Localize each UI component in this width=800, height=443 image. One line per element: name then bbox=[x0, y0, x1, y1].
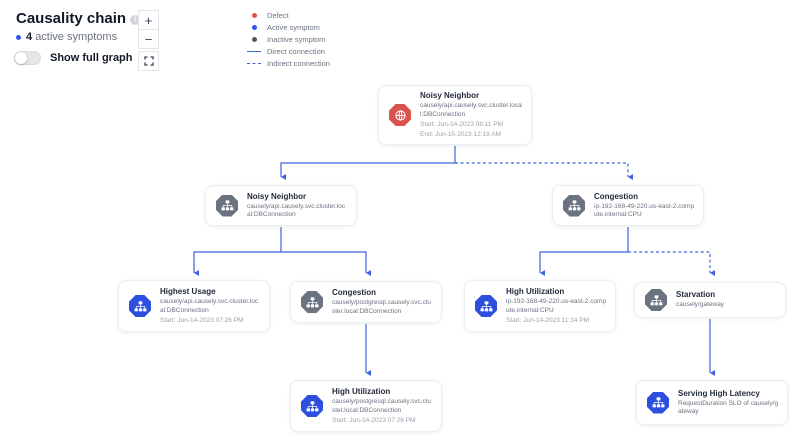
active-symptom-sitemap-icon bbox=[129, 295, 151, 317]
node-start-time: Start: Jun-14-2023 08:11 PM bbox=[420, 121, 503, 128]
node-starvation[interactable]: Starvation causely/gateway bbox=[634, 282, 786, 318]
inactive-symptom-sitemap-icon bbox=[645, 289, 667, 311]
node-entity: causely/postgresql.causely.svc.cluster.l… bbox=[332, 398, 431, 414]
node-congestion-postgresql[interactable]: Congestion causely/postgresql.causely.sv… bbox=[290, 281, 442, 323]
inactive-symptom-sitemap-icon bbox=[563, 194, 585, 217]
active-symptom-sitemap-icon bbox=[301, 395, 323, 417]
node-entity: RequestDuration SLO of causely/gateway bbox=[678, 399, 779, 416]
node-end-time: End: Jun-15-2023 12:19 AM bbox=[420, 131, 501, 138]
info-icon[interactable]: i bbox=[130, 15, 141, 25]
active-symptom-dot-icon bbox=[251, 25, 257, 30]
edge-direct bbox=[193, 251, 281, 276]
node-title: High Utilization bbox=[506, 287, 565, 296]
node-entity: causely/api.causely.svc.cluster.local:DB… bbox=[247, 202, 346, 219]
node-title: Congestion bbox=[594, 191, 638, 201]
node-entity: ip-192-168-49-220.us-east-2.compute.inte… bbox=[506, 298, 607, 314]
fit-view-button[interactable] bbox=[138, 51, 159, 71]
node-high-utilization-postgresql[interactable]: High Utilization causely/postgresql.caus… bbox=[290, 380, 442, 432]
node-congestion-host[interactable]: Congestion ip-192-168-49-220.us-east-2.c… bbox=[552, 185, 704, 226]
active-symptoms-summary: 4 active symptoms bbox=[16, 31, 117, 43]
edge-direct bbox=[539, 251, 628, 276]
node-highest-usage[interactable]: Highest Usage causely/api.causely.svc.cl… bbox=[118, 280, 270, 332]
node-title: Serving High Latency bbox=[678, 388, 760, 398]
legend-label: Indirect connection bbox=[267, 59, 330, 68]
node-entity: causely/api.causely.svc.cluster.local:DB… bbox=[160, 298, 259, 314]
node-start-time: Start: Jun-14-2023 07:26 PM bbox=[160, 317, 244, 324]
toggle-knob bbox=[15, 52, 27, 64]
active-symptom-sitemap-icon bbox=[647, 391, 669, 414]
node-title: Noisy Neighbor bbox=[420, 91, 480, 100]
active-symptom-sitemap-icon bbox=[475, 295, 497, 317]
dashed-line-icon bbox=[247, 63, 261, 64]
node-title: Noisy Neighbor bbox=[247, 191, 307, 201]
legend-item-inactive-symptom: Inactive symptom bbox=[247, 34, 330, 45]
edge-indirect bbox=[455, 162, 633, 180]
active-symptoms-label: active symptoms bbox=[35, 31, 118, 43]
edge-direct bbox=[280, 146, 456, 180]
zoom-out-button[interactable]: − bbox=[138, 29, 159, 49]
legend-label: Defect bbox=[267, 11, 289, 20]
inactive-symptom-dot-icon bbox=[251, 37, 257, 42]
active-symptoms-text: 4 active symptoms bbox=[26, 31, 117, 43]
node-title: High Utilization bbox=[332, 387, 391, 396]
node-title: Congestion bbox=[332, 288, 376, 297]
edge-direct bbox=[281, 251, 371, 276]
inactive-symptom-sitemap-icon bbox=[216, 194, 238, 217]
show-full-graph-row: Show full graph bbox=[14, 51, 133, 65]
node-serving-high-latency[interactable]: Serving High Latency RequestDuration SLO… bbox=[636, 380, 788, 425]
defect-icon bbox=[389, 104, 411, 126]
node-entity: causely/postgresql.causely.svc.cluster.l… bbox=[332, 299, 431, 315]
zoom-in-button[interactable]: + bbox=[138, 10, 159, 30]
legend-item-direct-connection: Direct connection bbox=[247, 46, 330, 57]
node-start-time: Start: Jun-14-2023 11:14 PM bbox=[506, 317, 589, 324]
solid-line-icon bbox=[247, 51, 261, 52]
legend-item-active-symptom: Active symptom bbox=[247, 22, 330, 33]
legend-item-indirect-connection: Indirect connection bbox=[247, 58, 330, 69]
node-high-utilization-host[interactable]: High Utilization ip-192-168-49-220.us-ea… bbox=[464, 280, 616, 332]
inactive-symptom-sitemap-icon bbox=[301, 291, 323, 313]
node-start-time: Start: Jun-14-2023 07:26 PM bbox=[332, 417, 416, 424]
page-title-text: Causality chain bbox=[16, 10, 127, 27]
legend-label: Inactive symptom bbox=[267, 35, 326, 44]
legend-label: Direct connection bbox=[267, 47, 325, 56]
graph-zoom-controls: + − bbox=[138, 10, 159, 71]
node-noisy-neighbor-root[interactable]: Noisy Neighbor causely/api.causely.svc.c… bbox=[378, 85, 532, 145]
defect-dot-icon bbox=[251, 13, 257, 18]
node-title: Highest Usage bbox=[160, 287, 216, 296]
expand-icon bbox=[143, 56, 154, 66]
active-symptoms-count: 4 bbox=[26, 31, 33, 43]
node-entity: causely/gateway bbox=[676, 301, 725, 309]
node-noisy-neighbor[interactable]: Noisy Neighbor causely/api.causely.svc.c… bbox=[205, 185, 357, 226]
legend: Defect Active symptom Inactive symptom D… bbox=[247, 10, 330, 70]
node-entity: causely/api.causely.svc.cluster.local:DB… bbox=[420, 102, 522, 118]
node-entity: ip-192-168-49-220.us-east-2.compute.inte… bbox=[594, 202, 695, 219]
edge-indirect bbox=[628, 251, 715, 276]
show-full-graph-label: Show full graph bbox=[50, 52, 133, 64]
legend-item-defect: Defect bbox=[247, 10, 330, 21]
legend-label: Active symptom bbox=[267, 23, 320, 32]
show-full-graph-toggle[interactable] bbox=[14, 51, 41, 65]
active-symptom-dot-icon bbox=[16, 34, 21, 40]
node-title: Starvation bbox=[676, 290, 716, 300]
